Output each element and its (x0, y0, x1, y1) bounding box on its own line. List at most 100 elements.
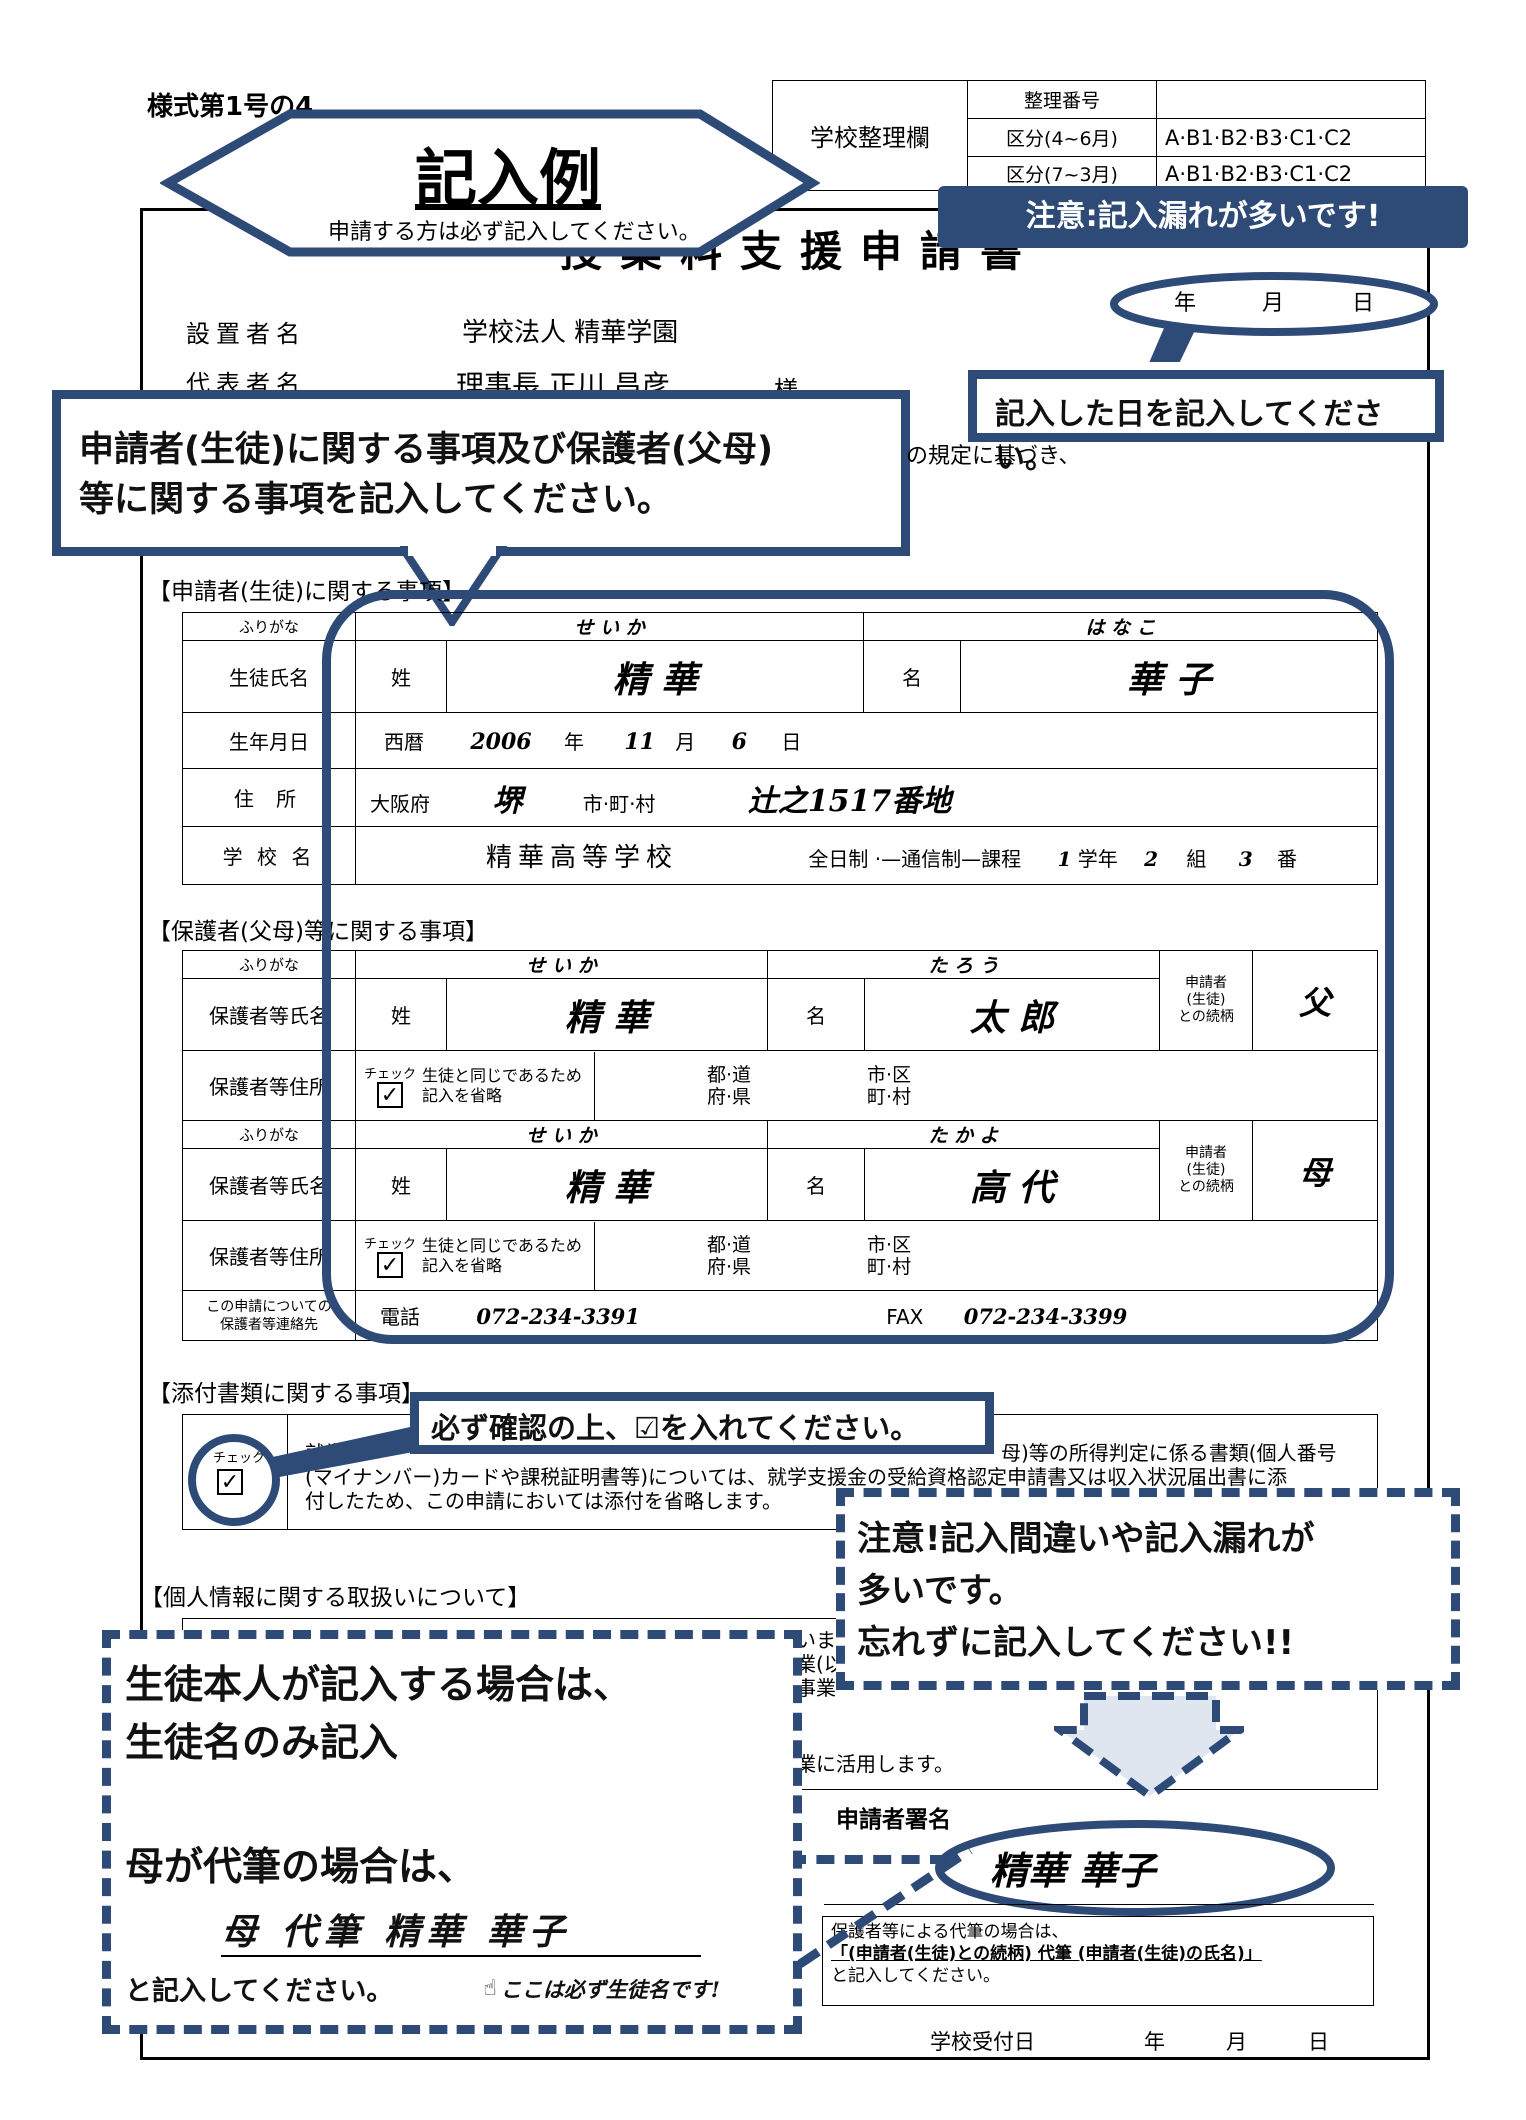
example-subtitle: 申請する方は必ず記入してください。 (328, 220, 701, 245)
city-unit-line: 町·村 (867, 1085, 912, 1108)
birth-era: 西暦 (384, 730, 424, 754)
applicant-callout: 申請者(生徒)に関する事項及び保護者(父母) 等に関する事項を記入してください。 (52, 390, 910, 556)
school-name: 精華高等学校 (486, 843, 679, 873)
date-day: 日 (1352, 291, 1375, 316)
same-note-line: 生徒と同じであるため (422, 1065, 582, 1085)
same-note-line: 記入を省略 (422, 1255, 503, 1275)
guardian-address[interactable]: チェック ✓ 生徒と同じであるため 記入を省略 都·道 府·県 市·区 町·村 (355, 1220, 1378, 1291)
pref-unit-line: 都·道 (707, 1233, 752, 1256)
school-box-label: 学校整理欄 (772, 80, 968, 191)
class: 2 (1144, 847, 1159, 871)
form-border (140, 208, 1430, 2060)
year-unit: 年 (563, 730, 584, 754)
same-note-line: 記入を省略 (422, 1085, 503, 1105)
date-callout: 記入した日を記入してください。 (968, 370, 1444, 476)
guardian-furigana-mei[interactable]: た か よ (767, 1120, 1160, 1149)
founder-value: 学校法人 精華学園 (462, 318, 679, 348)
proxy-note: 保護者等による代筆の場合は、 「(申請者(生徒)との続柄) 代筆 (申請者(生徒… (822, 1916, 1374, 2006)
proxy-note-line: と記入してください。 (831, 1966, 1000, 1986)
check-callout: 必ず確認の上、☑を入れてください。 (410, 1392, 994, 1454)
furigana-mei[interactable]: は な こ (862, 612, 1379, 641)
student-callout-line: 生徒本人が記入する場合は、 (125, 1663, 633, 1708)
school-box-row-label: 整理番号 (967, 80, 1157, 119)
receipt-label: 学校受付日 (930, 2030, 1035, 2054)
city-unit: 市·町·村 (582, 791, 656, 816)
relation-label: 申請者 (生徒) との続柄 (1159, 950, 1253, 1051)
attachment-checkbox[interactable]: ✓ (217, 1469, 243, 1495)
warning-callout-line: 注意!記入間違いや記入漏れが (857, 1519, 1315, 1559)
proxy-example: 母 代筆 精華 華子 (221, 1903, 701, 1957)
contact-label-line: 保護者等連絡先 (220, 1316, 318, 1333)
school-info[interactable]: 精華高等学校 全日制 ·—通信制—課程 1 学年 2 組 3 番 (355, 826, 1378, 885)
mei-label: 名 (862, 640, 961, 713)
school-box-row-value[interactable]: A·B1·B2·B3·C1·C2 (1156, 118, 1426, 157)
warning-arrow (1054, 1692, 1244, 1800)
student-callout-line: 母が代筆の場合は、 (125, 1845, 477, 1890)
warning-callout: 注意!記入間違いや記入漏れが 多いです。 忘れずに記入してください!! (836, 1488, 1460, 1690)
proxy-note-line: 保護者等による代筆の場合は、 (831, 1922, 1069, 1942)
guardian-relation[interactable]: 母 (1252, 1120, 1378, 1221)
student-sei[interactable]: 精 華 (446, 640, 864, 713)
city-unit-line: 市·区 (867, 1063, 912, 1086)
privacy-fragment: 事業 (796, 1676, 836, 1700)
birth-year: 2006 (470, 729, 532, 755)
school-admin-box: 学校整理欄 整理番号 区分(4~6月) A·B1·B2·B3·C1·C2 区分(… (772, 80, 1426, 191)
school-box-row-value[interactable] (1156, 80, 1426, 119)
number: 3 (1238, 847, 1253, 871)
guardian-sei[interactable]: 精 華 (446, 1148, 768, 1221)
student-address[interactable]: 大阪府 堺 市·町·村 辻之1517番地 (355, 768, 1378, 827)
signature-value[interactable]: 精華 華子 (990, 1848, 1156, 1893)
attachment-text-line2: (マイナンバー)カードや課税証明書等)については、就学支援金の受給資格認定申請書… (305, 1465, 1288, 1489)
relation-label-line: (生徒) (1186, 1162, 1226, 1178)
fax-label: FAX (886, 1305, 924, 1329)
school-box-row-label: 区分(4~6月) (967, 118, 1157, 157)
student-table: ふりがな せ い か は な こ 生徒氏名 姓 精 華 名 華 子 生年月日 西… (182, 612, 1379, 885)
same-note-line: 生徒と同じであるため (422, 1235, 582, 1255)
grade: 1 (1057, 847, 1072, 871)
birth-month: 11 (624, 729, 655, 755)
privacy-section-heading: 【個人情報に関する取扱いについて】 (140, 1585, 531, 1611)
pref-unit-line: 都·道 (707, 1063, 752, 1086)
privacy-fragment: 業(以 (796, 1652, 844, 1676)
applicant-callout-line: 等に関する事項を記入してください。 (79, 480, 672, 520)
relation-label-line: との続柄 (1178, 1179, 1234, 1195)
filled-area-highlight (322, 590, 1394, 1344)
attachment-text-end: 母)等の所得判定に係る書類(個人番号 (1001, 1441, 1337, 1465)
signature-ellipse (935, 1820, 1335, 1916)
guardian-address[interactable]: チェック ✓ 生徒と同じであるため 記入を省略 都·道 府·県 市·区 町·村 (355, 1050, 1378, 1121)
warning-callout-line: 忘れずに記入してください!! (857, 1623, 1294, 1663)
example-banner-shape (160, 109, 820, 257)
relation-label-line: (生徒) (1186, 992, 1226, 1008)
guardian-furigana-sei[interactable]: せ い か (355, 950, 768, 979)
month-unit: 月 (675, 730, 696, 754)
founder-label: 設置者名 (186, 320, 306, 348)
privacy-fragment: いま (796, 1628, 836, 1652)
relation-label-line: 申請者 (1185, 1145, 1227, 1161)
guardian-sei[interactable]: 精 華 (446, 978, 768, 1051)
pointing-hand-icon: ☝ (483, 1976, 497, 2001)
course: 全日制 ·—通信制—課程 (808, 847, 1022, 871)
check-label: チェック (364, 1067, 417, 1082)
signature-label: 申請者署名 (836, 1807, 951, 1833)
same-address-checkbox[interactable]: ✓ (377, 1082, 403, 1108)
tel-value: 072-234-3391 (476, 1304, 640, 1329)
school-box-row-value[interactable]: A·B1·B2·B3·C1·C2 (1156, 156, 1426, 191)
checkbox-highlight-circle (188, 1424, 424, 1526)
guardian-mei[interactable]: 太 郎 (864, 978, 1160, 1051)
receipt-day: 日 (1308, 2030, 1329, 2054)
example-title: 記入例 (415, 142, 602, 215)
birth-day: 6 (731, 729, 747, 755)
fax-value: 072-234-3399 (963, 1304, 1128, 1329)
guardian-furigana-sei[interactable]: せ い か (355, 1120, 768, 1149)
relation-label-line: との続柄 (1178, 1009, 1234, 1025)
pref-unit-line: 府·県 (707, 1085, 752, 1108)
grade-unit: 学年 (1077, 847, 1118, 871)
day-unit: 日 (781, 730, 802, 754)
date-ellipse (1110, 272, 1438, 362)
guardian-section-heading: 【保護者(父母)等に関する事項】 (148, 919, 488, 945)
guardian-relation[interactable]: 父 (1252, 950, 1378, 1051)
guardian-mei[interactable]: 高 代 (864, 1148, 1160, 1221)
signature-line (824, 1904, 1374, 1905)
contact-label-line: この申請についての (206, 1298, 332, 1315)
check-label: チェック (364, 1237, 417, 1252)
